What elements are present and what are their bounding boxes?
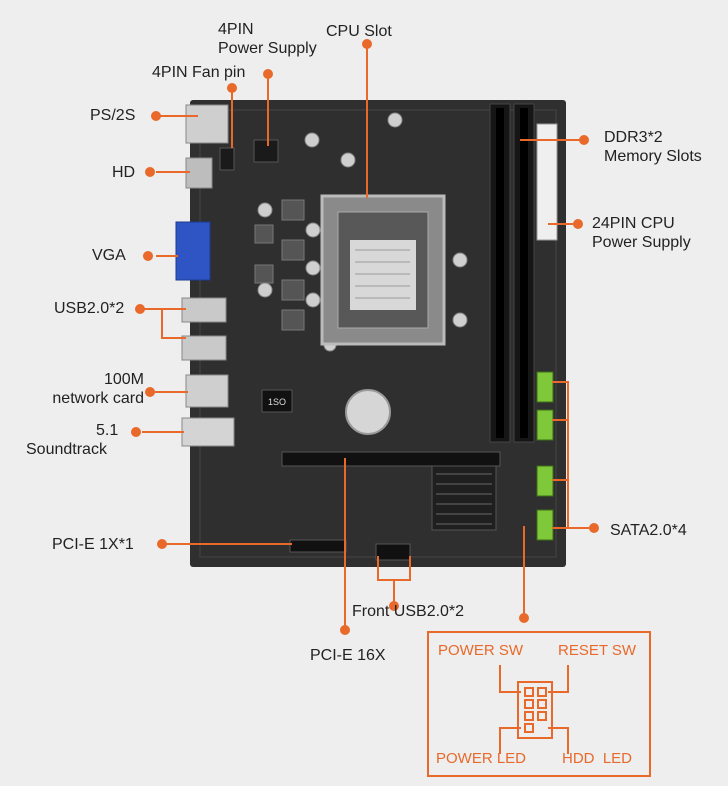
label-sata: SATA2.0*4 (610, 522, 687, 539)
label-usb2: USB2.0*2 (54, 300, 125, 317)
pcie-1x-slot (289, 539, 347, 553)
vga-port (175, 221, 211, 281)
label-pcie1x: PCI-E 1X*1 (52, 536, 134, 553)
label-hdd-led: HDD LED (562, 750, 633, 767)
label-front-usb: Front USB2.0*2 (352, 603, 465, 620)
sata-port-1 (536, 371, 554, 403)
hd-port (185, 157, 213, 189)
sata-port-4 (536, 509, 554, 541)
label-vga: VGA (92, 247, 126, 264)
ps2-port (185, 104, 229, 144)
power-4pin-connector (253, 139, 279, 163)
audio-port (181, 417, 235, 447)
network-port (185, 374, 229, 408)
label-ps2: PS/2S (90, 107, 136, 124)
label-reset-sw: RESET SW (558, 642, 637, 659)
label-cpu-slot: CPU Slot (326, 23, 392, 40)
chipset-heatsink (431, 465, 497, 531)
front-usb-header (375, 543, 411, 561)
label-power-sw: POWER SW (438, 642, 523, 659)
label-pcie16x: PCI-E 16X (310, 647, 386, 664)
usb-port-1 (181, 297, 227, 323)
cmos-battery (345, 389, 391, 435)
label-hd: HD (112, 164, 136, 181)
front-panel-box (427, 631, 651, 777)
sata-port-3 (536, 465, 554, 497)
usb-port-2 (181, 335, 227, 361)
sata-port-2 (536, 409, 554, 441)
fan-4pin-connector (219, 147, 235, 171)
label-4pin-fan: 4PIN Fan pin (152, 64, 246, 81)
front-panel-header (517, 681, 553, 739)
bios-chip (261, 389, 293, 413)
bios-chip-label: 1SO (268, 397, 286, 407)
pcie-16x-slot (281, 451, 501, 467)
label-power-led: POWER LED (436, 750, 527, 767)
atx-24pin-connector (536, 123, 558, 241)
